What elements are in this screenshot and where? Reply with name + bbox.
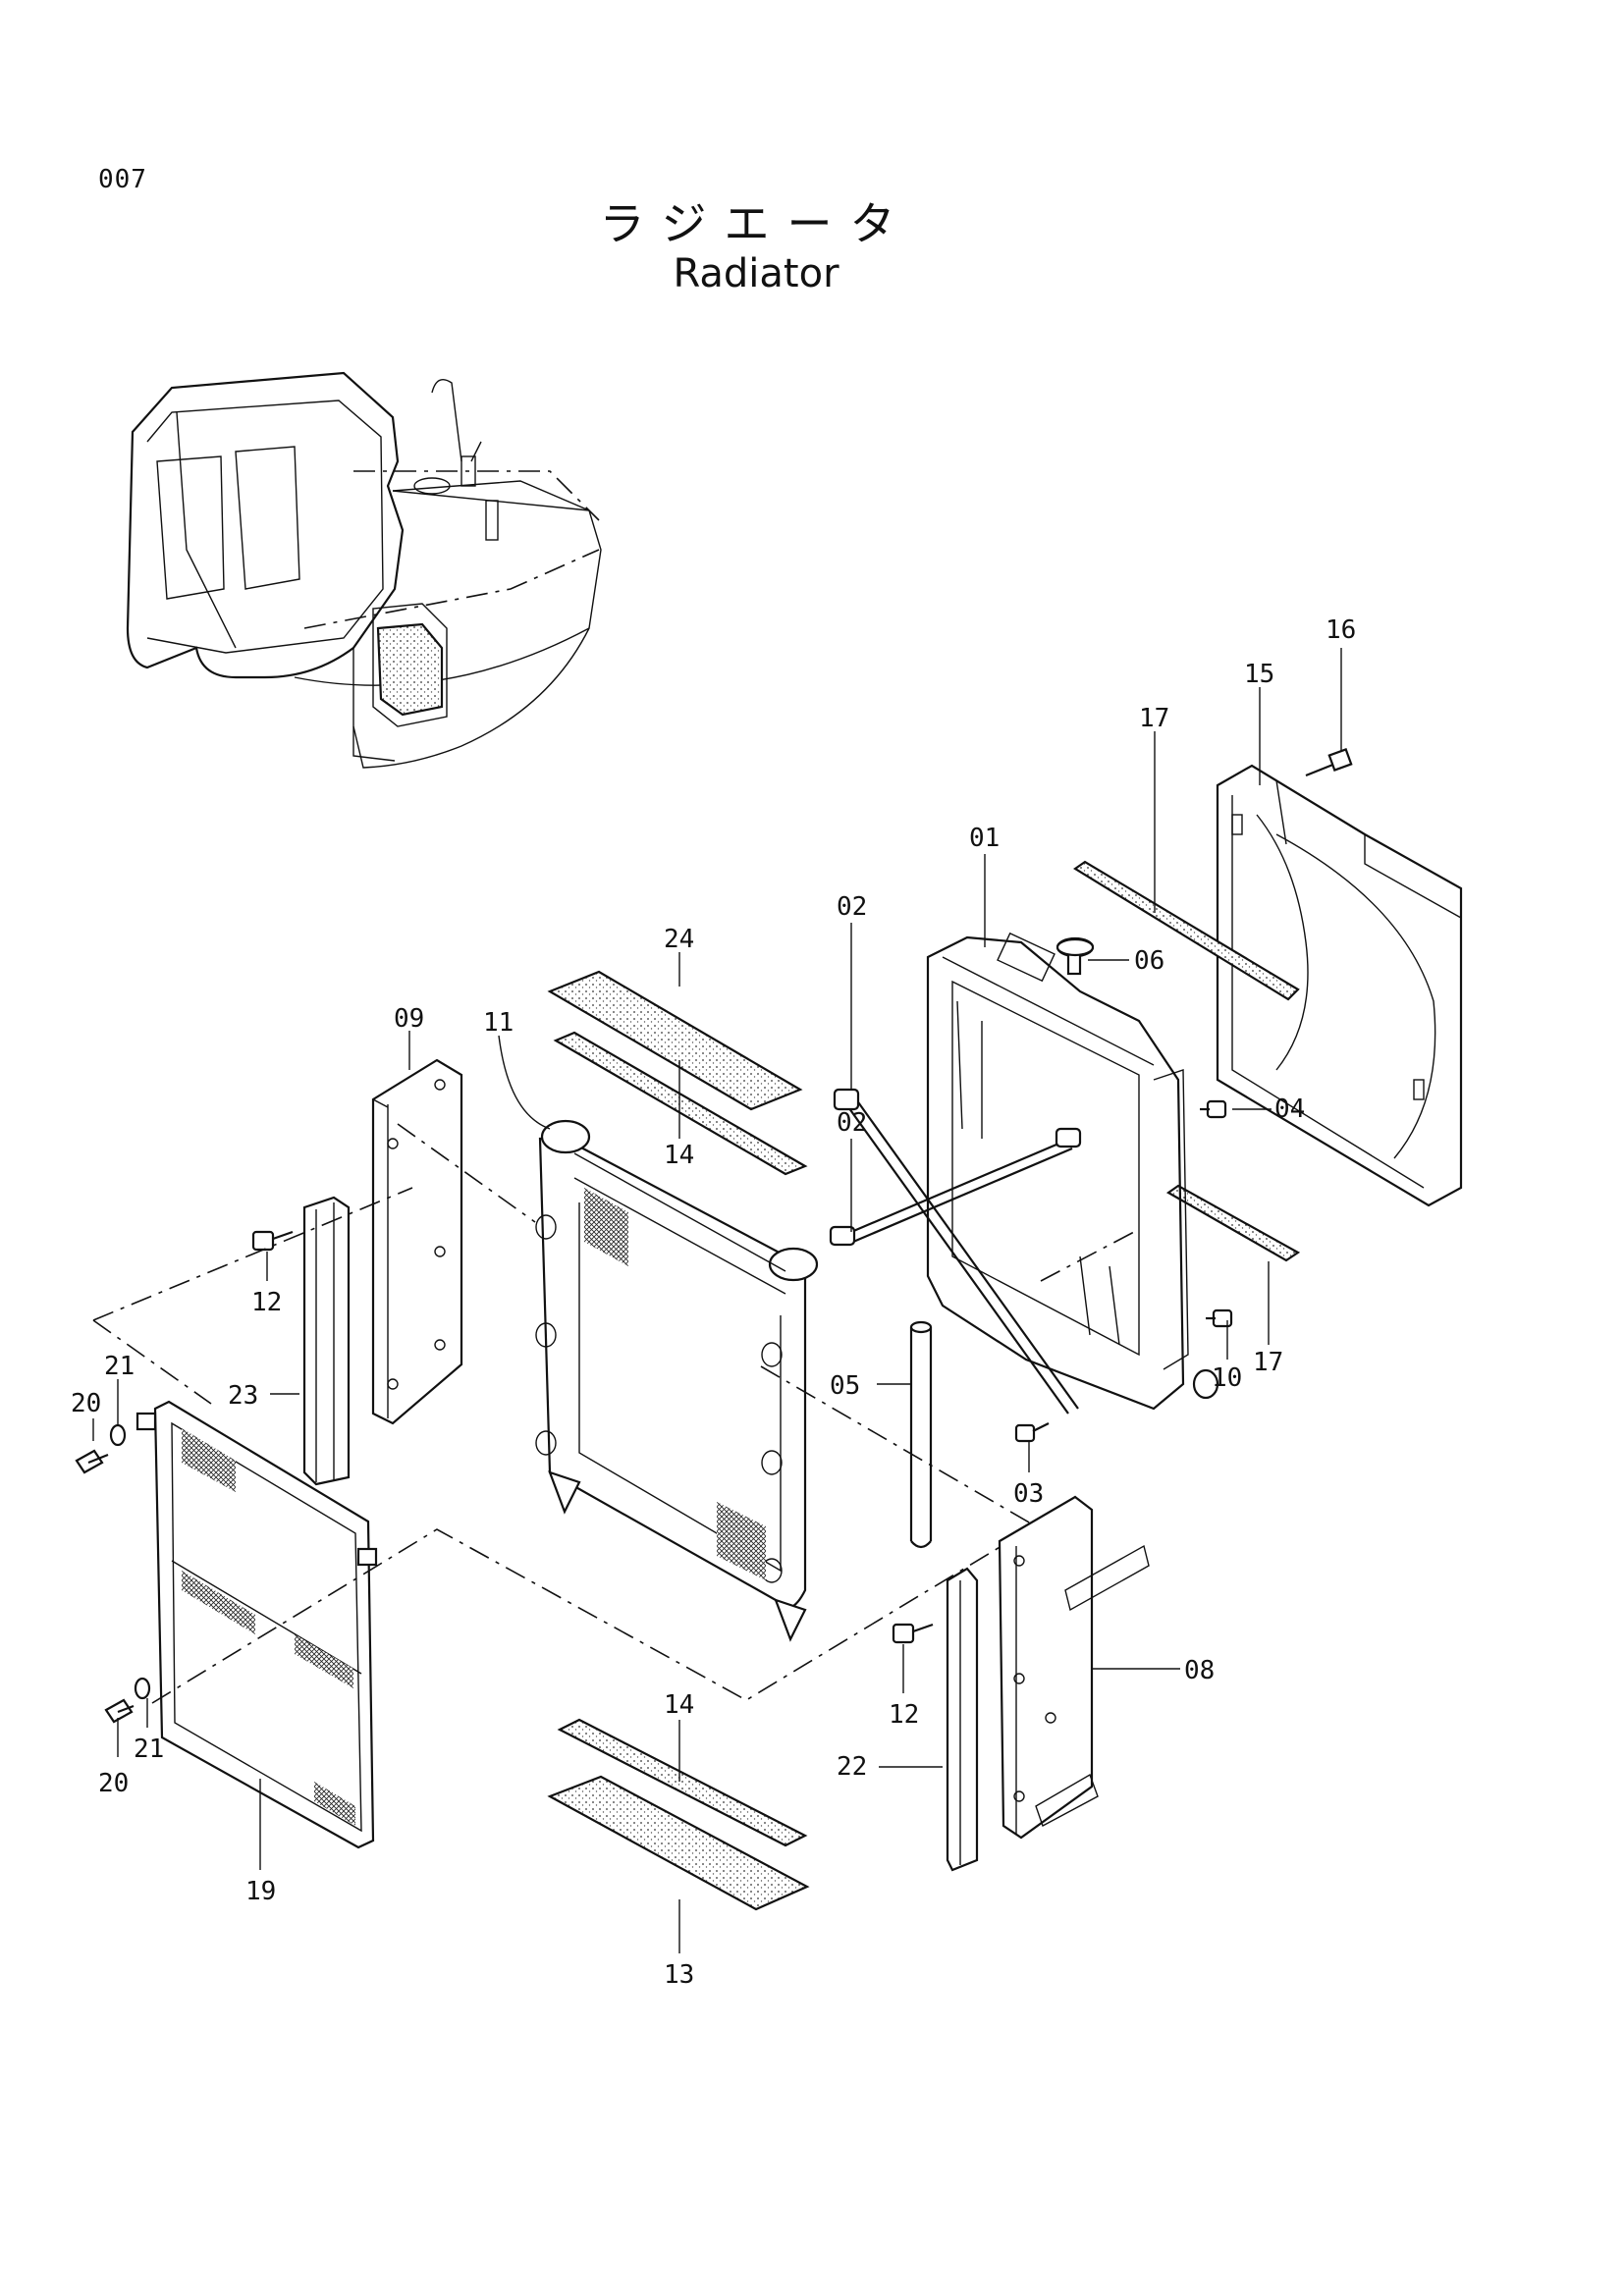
stay-rod-02-long xyxy=(833,1088,1079,1415)
bracket-09 xyxy=(371,1058,463,1425)
callout-17-lower: 17 xyxy=(1253,1348,1283,1377)
callout-labels: 16 15 17 01 02 06 24 09 11 14 02 04 12 1… xyxy=(71,615,1356,1990)
foam-pad-14-upper xyxy=(553,1031,808,1176)
foam-pad-14-lower xyxy=(557,1718,808,1847)
radiator-cap-06 xyxy=(1056,937,1095,957)
callout-01: 01 xyxy=(969,824,1000,853)
excavator-overview-illustration xyxy=(126,371,602,769)
bolt-03 xyxy=(1014,1422,1050,1443)
bolt-12-right xyxy=(892,1623,934,1644)
foam-strip-17-lower xyxy=(1165,1184,1301,1262)
page-title-japanese: ラジエータ xyxy=(599,197,913,250)
callout-15: 15 xyxy=(1244,660,1274,689)
callout-leader-lines xyxy=(92,648,1342,1953)
wing-bolt-20-lower xyxy=(104,1698,135,1724)
bracket-08 xyxy=(998,1495,1150,1840)
bolt-04 xyxy=(1200,1099,1227,1119)
callout-22: 22 xyxy=(837,1752,867,1782)
callout-24: 24 xyxy=(664,925,694,954)
callout-20-upper: 20 xyxy=(71,1389,101,1418)
callout-02-upper: 02 xyxy=(837,892,867,922)
radiator-core-01 xyxy=(926,932,1219,1411)
callout-02-lower: 02 xyxy=(837,1108,867,1138)
stay-rod-02-short xyxy=(829,1127,1082,1247)
side-seal-22 xyxy=(946,1567,979,1872)
foam-strip-17-upper xyxy=(1072,860,1300,1001)
callout-04: 04 xyxy=(1274,1095,1305,1124)
callout-19: 19 xyxy=(245,1877,276,1906)
callout-05: 05 xyxy=(830,1371,860,1401)
callout-12-right: 12 xyxy=(889,1700,919,1730)
callout-23: 23 xyxy=(228,1381,258,1411)
fan-shroud-15 xyxy=(1216,764,1463,1207)
callout-17-upper: 17 xyxy=(1139,704,1169,733)
callout-08: 08 xyxy=(1184,1656,1215,1685)
callout-16: 16 xyxy=(1326,615,1356,645)
callout-09: 09 xyxy=(394,1004,424,1034)
callout-21-upper: 21 xyxy=(104,1352,135,1381)
bolt-16 xyxy=(1305,747,1353,777)
side-seal-23 xyxy=(302,1196,351,1486)
wing-bolt-20-upper xyxy=(75,1449,109,1474)
foam-pad-24 xyxy=(547,970,803,1111)
callout-13: 13 xyxy=(664,1960,694,1990)
callout-14-upper: 14 xyxy=(664,1141,694,1170)
page-number: 007 xyxy=(98,165,147,194)
page-title-english: Radiator xyxy=(673,251,839,296)
assembly-phantom-lines xyxy=(92,1123,1037,1704)
screen-frame-19 xyxy=(135,1400,378,1849)
callout-20-lower: 20 xyxy=(98,1769,129,1798)
foam-pad-13 xyxy=(547,1775,810,1911)
pipe-05 xyxy=(909,1320,933,1549)
callout-03: 03 xyxy=(1013,1479,1044,1509)
callout-21-lower: 21 xyxy=(134,1735,164,1764)
callout-14-lower: 14 xyxy=(664,1690,694,1720)
washer-21-upper xyxy=(109,1423,127,1447)
washer-21-lower xyxy=(134,1677,151,1700)
callout-11: 11 xyxy=(483,1008,514,1038)
callout-06: 06 xyxy=(1134,946,1164,976)
callout-12-left: 12 xyxy=(251,1288,282,1317)
callout-10: 10 xyxy=(1212,1363,1242,1393)
oil-cooler-11 xyxy=(535,1119,819,1642)
